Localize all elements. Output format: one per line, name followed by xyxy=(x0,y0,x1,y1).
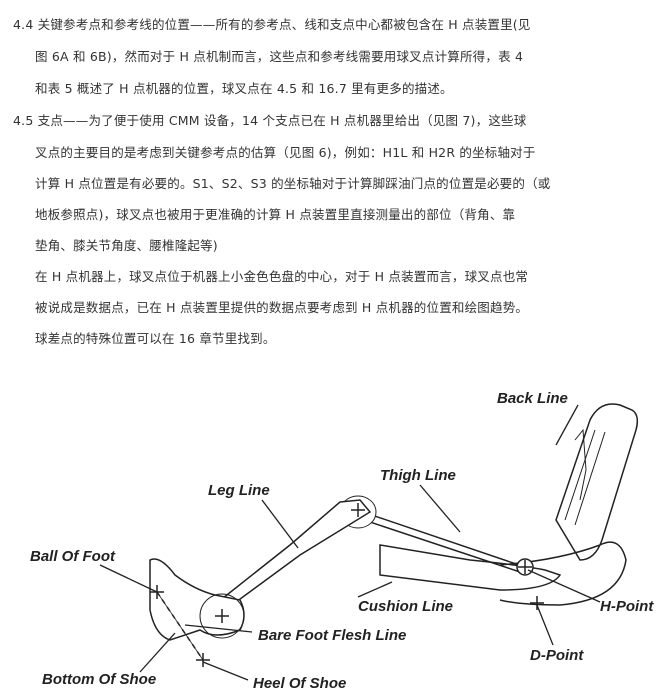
paragraph-note-line-1: 在 H 点机器上，球叉点位于机器上小金色色盘的中心，对于 H 点装置而言，球叉点… xyxy=(35,269,529,284)
label-back-line: Back Line xyxy=(497,390,568,407)
paragraph-note-line-3: 球差点的特殊位置可以在 16 章节里找到。 xyxy=(35,331,276,346)
label-leg-line: Leg Line xyxy=(208,482,270,499)
paragraph-note-line-2: 被说成是数据点，已在 H 点装置里提供的数据点要考虑到 H 点机器的位置和绘图趋… xyxy=(35,300,529,315)
label-ball-of-foot: Ball Of Foot xyxy=(30,548,116,565)
paragraph-4-5-line-4: 地板参照点)，球叉点也被用于更准确的计算 H 点装置里直接测量出的部位（背角、靠 xyxy=(35,207,516,222)
h-point-diagram: Back Line Thigh Line Leg Line Ball Of Fo… xyxy=(30,390,654,692)
label-h-point: H-Point xyxy=(600,598,654,615)
paragraph-4-5-line-5: 垫角、膝关节角度、腰椎隆起等) xyxy=(35,238,218,253)
label-thigh-line: Thigh Line xyxy=(380,467,456,484)
paragraph-4-4-line-1: 4.4 关键参考点和参考线的位置——所有的参考点、线和支点中心都被包含在 H 点… xyxy=(13,17,531,32)
label-d-point: D-Point xyxy=(530,647,584,664)
leg-segment xyxy=(216,499,372,606)
shoe xyxy=(149,558,245,641)
seat-cushion xyxy=(379,544,562,591)
paragraph-4-4-line-2: 图 6A 和 6B)，然而对于 H 点机制而言，这些点和参考线需要用球叉点计算所… xyxy=(35,49,524,64)
paragraph-4-4-line-3: 和表 5 概述了 H 点机器的位置，球叉点在 4.5 和 16.7 里有更多的描… xyxy=(35,81,453,96)
label-cushion-line: Cushion Line xyxy=(358,598,453,615)
label-heel-of-shoe: Heel Of Shoe xyxy=(253,675,346,692)
paragraph-4-5-line-1: 4.5 支点——为了便于使用 CMM 设备，14 个支点已在 H 点机器里给出（… xyxy=(13,113,527,128)
paragraph-4-5-line-3: 计算 H 点位置是有必要的。S1、S2、S3 的坐标轴对于计算脚踩油门点的位置是… xyxy=(35,176,551,191)
paragraph-4-5-line-2: 叉点的主要目的是考虑到关键参考点的估算（见图 6)，例如：H1L 和 H2R 的… xyxy=(35,145,536,160)
seat-back xyxy=(555,403,639,561)
label-bare-foot-flesh-line: Bare Foot Flesh Line xyxy=(258,627,406,644)
label-bottom-of-shoe: Bottom Of Shoe xyxy=(42,671,156,688)
